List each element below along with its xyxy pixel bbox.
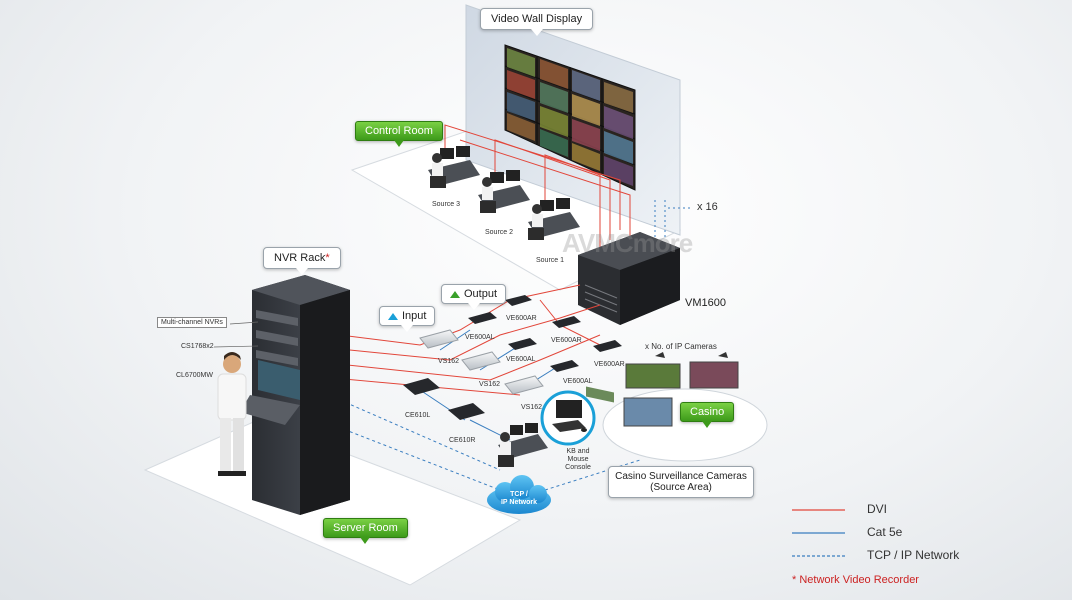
vs162-label-2: VS162 — [479, 381, 501, 388]
video-wall-callout: Video Wall Display — [480, 8, 594, 36]
input-arrow-icon — [388, 312, 398, 320]
casino-tag: Casino — [680, 402, 735, 428]
video-wall-label: Video Wall Display — [491, 13, 583, 25]
ve600ar-label-1: VE600AR — [506, 315, 537, 322]
kvm-screen — [258, 360, 300, 400]
kb-mouse-console-icon — [540, 390, 596, 446]
legend-tcpip: TCP / IP Network — [867, 548, 960, 562]
legend-footnote: * Network Video Recorder — [792, 574, 919, 586]
source-2-label: Source 2 — [485, 229, 514, 236]
footnote-asterisk: * — [792, 574, 797, 586]
casino-cameras-line-2: (Source Area) — [650, 482, 712, 493]
server-room-tag: Server Room — [323, 518, 408, 544]
vm1600-unit — [578, 232, 680, 403]
casino-label: Casino — [690, 406, 725, 418]
x16-dots — [654, 200, 690, 240]
input-label: Input — [402, 310, 427, 322]
input-callout: Input — [379, 306, 436, 332]
video-wall-tiles — [507, 48, 633, 186]
legend-cat5e: Cat 5e — [867, 525, 903, 539]
ve600al-label-2: VE600AL — [506, 356, 536, 363]
source-1-label: Source 1 — [536, 257, 565, 264]
tcp-cloud-label: TCP / IP Network — [497, 491, 541, 507]
nvr-rack-label: NVR Rack — [274, 252, 326, 264]
output-callout: Output — [441, 284, 507, 310]
vs162-label-3: VS162 — [521, 404, 543, 411]
cl6700mw-label: CL6700MW — [176, 372, 213, 379]
footnote-text: Network Video Recorder — [799, 574, 919, 586]
vs162-boxes — [419, 329, 544, 395]
casino-cameras-line-1: Casino Surveillance Cameras — [615, 471, 747, 482]
x16-label: x 16 — [697, 201, 718, 213]
video-wall-grid — [504, 56, 636, 175]
nvr-asterisk: * — [325, 252, 330, 264]
ve600ar-label-3: VE600AR — [594, 361, 625, 368]
output-arrow-icon — [450, 290, 460, 298]
kb-mouse-label: KB and Mouse Console — [565, 448, 591, 471]
legend-dvi: DVI — [867, 502, 888, 516]
kb-console-desk — [498, 423, 548, 467]
tcpip-cloud — [487, 475, 551, 514]
dvi-lines-control-room — [444, 124, 631, 250]
nvr-rack — [240, 275, 350, 515]
ce610-boxes — [403, 378, 485, 420]
extender-boxes — [468, 295, 622, 372]
label-leader-lines — [213, 321, 259, 348]
source-3-label: Source 3 — [432, 201, 461, 208]
tcp-cloud-line-2: IP Network — [500, 499, 538, 506]
control-room-label: Control Room — [365, 125, 433, 137]
workstation-source-3 — [428, 146, 480, 188]
ip-cameras-label: x No. of IP Cameras — [645, 342, 717, 351]
control-room-tag: Control Room — [355, 121, 443, 147]
casino-cameras-callout: Casino Surveillance Cameras (Source Area… — [608, 466, 754, 498]
watermark-text: AVMCmore — [562, 228, 693, 258]
ve600al-label-3: VE600AL — [563, 378, 593, 385]
vs162-label-1: VS162 — [438, 358, 460, 365]
nvr-rack-callout: NVR Rack* — [263, 247, 341, 275]
cs1768x2-label: CS1768x2 — [181, 343, 214, 350]
workstation-source-2 — [478, 170, 530, 213]
ip-camera-photos — [623, 352, 739, 427]
server-room-label: Server Room — [333, 522, 398, 534]
multichannel-nvrs-text: Multi-channel NVRs — [161, 319, 223, 326]
ce610r-label: CE610R — [449, 437, 476, 444]
ce610l-label: CE610L — [405, 412, 431, 419]
ve600al-label-1: VE600AL — [465, 334, 495, 341]
tcp-cloud-line-1: TCP / — [510, 491, 528, 498]
workstation-source-1 — [528, 198, 580, 240]
ve600ar-label-2: VE600AR — [551, 337, 582, 344]
vm1600-label: VM1600 — [685, 297, 726, 309]
operator-figure — [217, 352, 247, 476]
multichannel-nvrs-label: Multi-channel NVRs — [157, 317, 227, 328]
output-label: Output — [464, 288, 498, 300]
